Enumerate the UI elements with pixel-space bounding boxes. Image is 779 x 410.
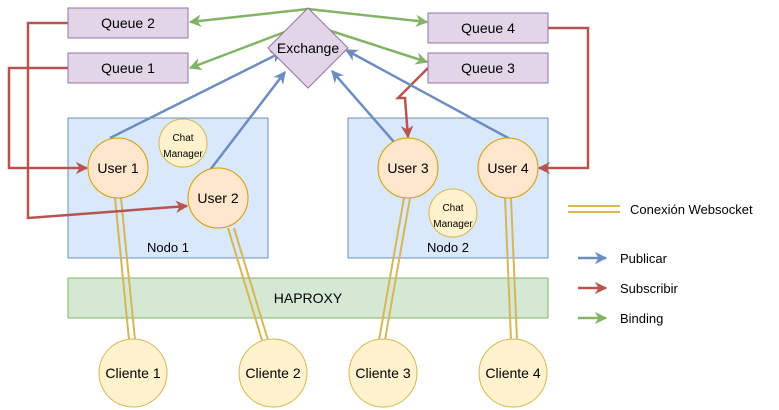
cliente-3-label: Cliente 3 [355, 365, 410, 381]
legend-binding-label: Binding [620, 311, 663, 326]
subscribe-queue3-user3 [394, 67, 429, 139]
user-4: User 4 [477, 137, 539, 199]
legend-subscribir-label: Subscribir [620, 281, 678, 296]
cliente-1: Cliente 1 [98, 338, 168, 408]
subscribe-arrows [7, 21, 590, 220]
publish-user4-exchange [344, 48, 511, 141]
user-3: User 3 [377, 137, 439, 199]
nodo-2-label: Nodo 2 [427, 240, 469, 255]
queue-2-label: Queue 2 [101, 15, 155, 31]
queue-3-label: Queue 3 [461, 60, 515, 76]
svg-text:Manager: Manager [433, 219, 473, 230]
subscribe-queue2-user2 [26, 21, 189, 220]
websocket-connections [114, 197, 518, 341]
queue-2: Queue 2 [67, 7, 189, 39]
svg-text:Manager: Manager [163, 149, 203, 160]
user-2-label: User 2 [197, 190, 238, 206]
exchange-label: Exchange [277, 40, 339, 56]
legend-binding: Binding [578, 311, 663, 326]
nodo-1-label: Nodo 1 [147, 240, 189, 255]
websocket-user1-cliente1 [114, 197, 136, 341]
queue-4-label: Queue 4 [461, 20, 515, 36]
cliente-4-label: Cliente 4 [485, 365, 540, 381]
legend-publicar: Publicar [578, 251, 668, 266]
user-4-label: User 4 [487, 160, 528, 176]
websocket-user4-cliente4 [504, 197, 518, 341]
queue-1: Queue 1 [67, 52, 189, 84]
publish-user3-exchange [331, 70, 395, 143]
svg-text:Chat: Chat [172, 133, 193, 144]
cliente-4: Cliente 4 [478, 338, 548, 408]
chat-manager-1: Chat Manager [158, 118, 208, 168]
user-1: User 1 [87, 137, 149, 199]
publish-user1-exchange [109, 50, 284, 140]
legend-subscribir: Subscribir [578, 281, 678, 296]
exchange-diamond: Exchange [267, 7, 349, 89]
binding-exchange-queue4 [307, 7, 429, 27]
legend: Conexión Websocket Publicar Subscribir B… [568, 202, 753, 326]
publish-user2-exchange [209, 71, 286, 171]
user-2: User 2 [187, 167, 249, 229]
binding-exchange-queue3 [327, 28, 429, 65]
user-3-label: User 3 [387, 160, 428, 176]
queue-1-label: Queue 1 [101, 60, 155, 76]
user-1-label: User 1 [97, 160, 138, 176]
cliente-2-label: Cliente 2 [245, 365, 300, 381]
legend-websocket-label: Conexión Websocket [630, 202, 753, 217]
queue-3: Queue 3 [427, 52, 549, 84]
legend-websocket: Conexión Websocket [568, 202, 753, 217]
binding-exchange-queue2 [188, 7, 309, 27]
legend-publicar-label: Publicar [620, 251, 668, 266]
svg-text:Chat: Chat [442, 203, 463, 214]
subscribe-queue4-user4 [537, 26, 590, 175]
haproxy-label: HAPROXY [274, 290, 343, 306]
binding-arrows [188, 7, 429, 70]
chat-manager-2: Chat Manager [428, 188, 478, 238]
binding-exchange-queue1 [188, 28, 291, 70]
queue-4: Queue 4 [427, 12, 549, 44]
websocket-user2-cliente2 [227, 227, 269, 341]
haproxy-bar: HAPROXY [67, 277, 549, 319]
websocket-user3-cliente3 [378, 197, 411, 341]
cliente-3: Cliente 3 [348, 338, 418, 408]
cliente-2: Cliente 2 [238, 338, 308, 408]
subscribe-queue1-user1 [7, 66, 89, 175]
publish-arrows [109, 48, 511, 171]
cliente-1-label: Cliente 1 [105, 365, 160, 381]
